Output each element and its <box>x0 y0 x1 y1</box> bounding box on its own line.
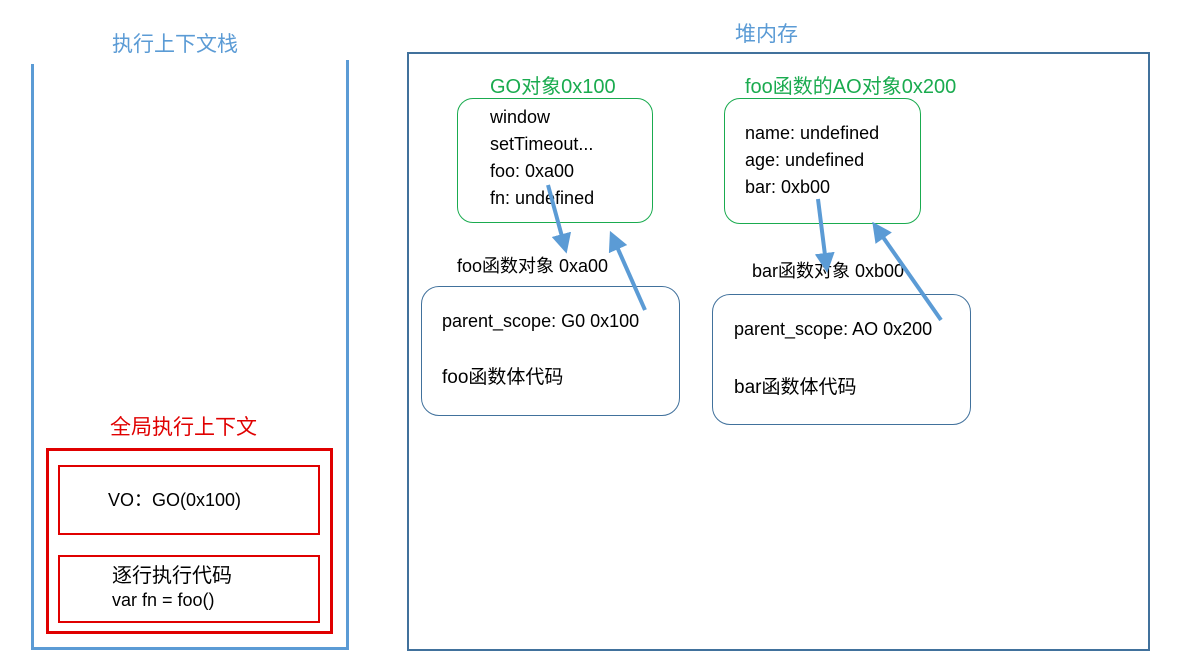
go-object-box: window setTimeout... foo: 0xa00 fn: unde… <box>457 98 653 223</box>
bar-function-box: parent_scope: AO 0x200 bar函数体代码 <box>712 294 971 425</box>
bar-function-scope: parent_scope: AO 0x200 <box>734 319 933 339</box>
foo-function-title: foo函数对象 0xa00 <box>457 256 609 276</box>
global-context-box: VO：GO(0x100) 逐行执行代码 var fn = foo() <box>46 448 333 634</box>
go-object-line: fn: undefined <box>490 188 595 208</box>
exec-code: var fn = foo() <box>112 590 215 610</box>
stack-title: 执行上下文栈 <box>112 33 238 56</box>
foo-function-box: parent_scope: G0 0x100 foo函数体代码 <box>421 286 680 416</box>
vo-box: VO：GO(0x100) <box>58 465 320 535</box>
stack-left-wall <box>31 64 34 650</box>
foo-function-scope: parent_scope: G0 0x100 <box>442 311 640 331</box>
go-object-lines: window setTimeout... foo: 0xa00 fn: unde… <box>490 104 594 212</box>
vo-text: VO：GO(0x100) <box>108 490 242 510</box>
global-context-title: 全局执行上下文 <box>110 416 257 439</box>
go-object-title: GO对象0x100 <box>490 76 616 98</box>
stack-right-wall <box>346 60 349 650</box>
heap-box <box>407 52 1150 651</box>
go-object-line: setTimeout... <box>490 134 594 154</box>
go-object-line: window <box>490 107 551 127</box>
foo-ao-box: name: undefined age: undefined bar: 0xb0… <box>724 98 921 224</box>
foo-ao-title: foo函数的AO对象0x200 <box>745 76 957 98</box>
go-object-line: foo: 0xa00 <box>490 161 575 181</box>
foo-ao-line: age: undefined <box>745 150 865 170</box>
exec-box: 逐行执行代码 var fn = foo() <box>58 555 320 623</box>
foo-function-body: foo函数体代码 <box>442 367 564 388</box>
foo-ao-line: bar: 0xb00 <box>745 177 831 197</box>
exec-title: 逐行执行代码 <box>112 565 232 587</box>
foo-ao-lines: name: undefined age: undefined bar: 0xb0… <box>745 120 879 201</box>
bar-function-title: bar函数对象 0xb00 <box>752 261 905 281</box>
foo-ao-line: name: undefined <box>745 123 880 143</box>
bar-function-body: bar函数体代码 <box>734 377 857 398</box>
heap-title: 堆内存 <box>735 23 798 46</box>
stack-bottom-wall <box>31 647 349 650</box>
